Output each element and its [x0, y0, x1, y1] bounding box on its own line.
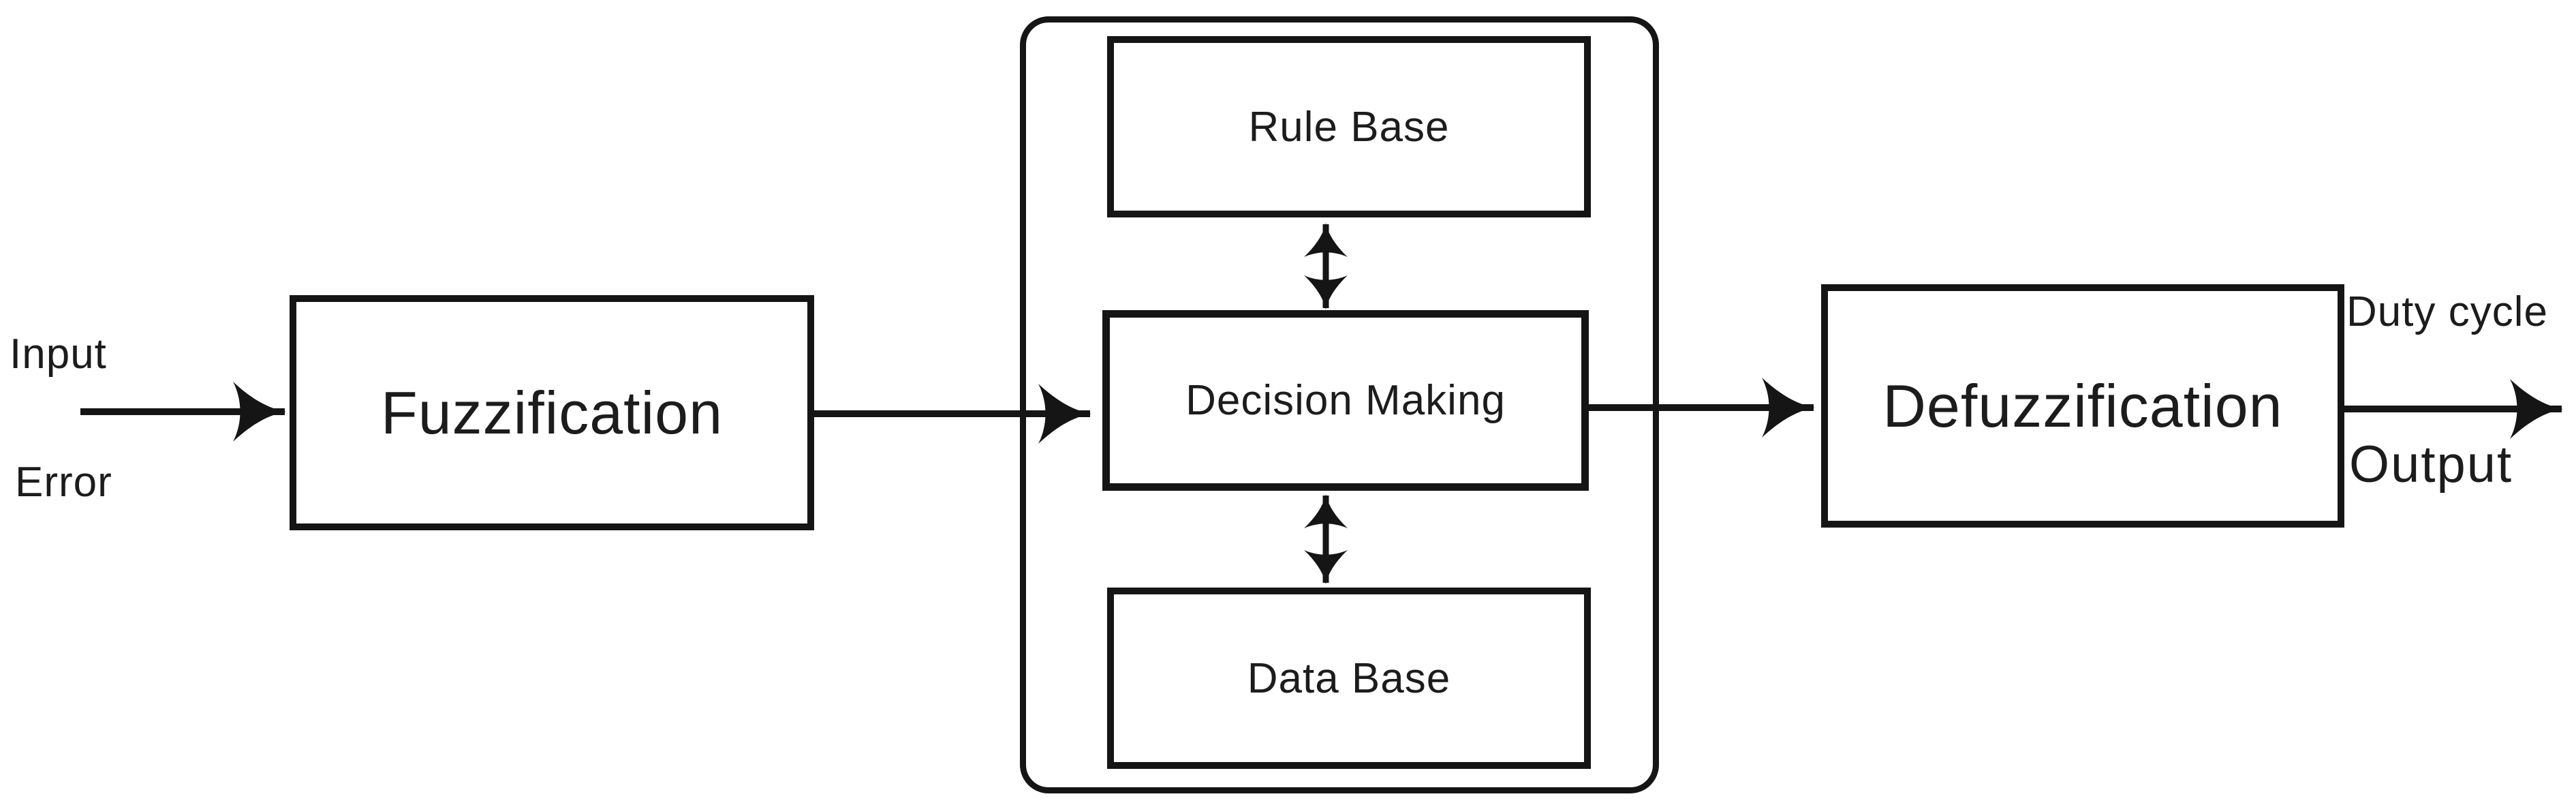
error-label: Error	[15, 459, 112, 506]
fuzzification-box: Fuzzification	[290, 295, 814, 530]
rule-base-box: Rule Base	[1107, 36, 1591, 217]
data-base-label: Data Base	[1247, 654, 1451, 702]
defuzzification-box: Defuzzification	[1821, 284, 2344, 528]
duty-cycle-label: Duty cycle	[2346, 288, 2548, 335]
fuzzification-label: Fuzzification	[380, 378, 724, 446]
input-label: Input	[10, 331, 107, 378]
decision-making-box: Decision Making	[1102, 310, 1589, 491]
decision-making-label: Decision Making	[1185, 377, 1506, 424]
data-base-box: Data Base	[1107, 588, 1591, 769]
defuzzification-label: Defuzzification	[1882, 371, 2283, 440]
rule-base-label: Rule Base	[1248, 103, 1450, 151]
knowledge-base-container: Rule Base Decision Making Data Base	[1020, 16, 1659, 793]
output-label: Output	[2349, 436, 2513, 493]
